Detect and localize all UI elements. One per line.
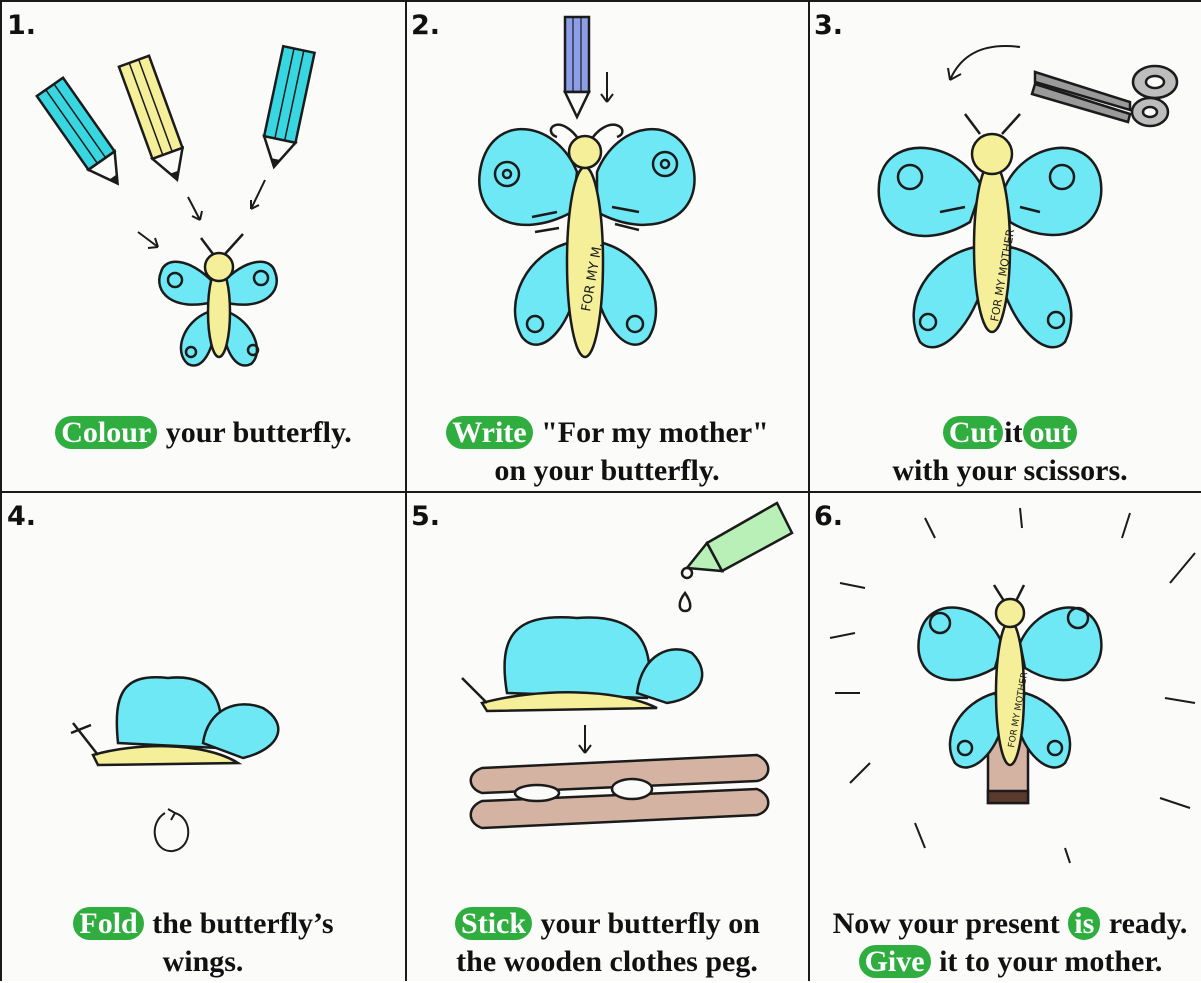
- step-number: 2.: [411, 10, 440, 41]
- caption-text: your butterfly.: [166, 416, 352, 449]
- butterfly-icon: [479, 125, 694, 357]
- action-verb-highlight: Colour: [55, 416, 157, 449]
- folded-butterfly-icon: [462, 617, 702, 711]
- pencil-cyan-icon: [258, 46, 314, 170]
- action-verb-highlight: Cut: [943, 416, 1003, 449]
- step-caption: Colour your butterfly.: [3, 414, 403, 452]
- curved-arrow-icon: [948, 46, 1020, 80]
- pencil-yellow-icon: [119, 56, 192, 185]
- step-number: 5.: [411, 501, 440, 532]
- clothes-peg-icon: [471, 755, 769, 828]
- glue-pen-icon: [680, 503, 792, 611]
- stick-illustration: [407, 493, 807, 893]
- arrow-icon: [579, 725, 591, 753]
- caption-text: "For my mother": [541, 416, 769, 449]
- step-number: 6.: [814, 501, 843, 532]
- butterfly-on-peg-icon: [918, 585, 1101, 803]
- cut-illustration: FOR MY MOTHER: [810, 2, 1201, 402]
- caption-text: your butterfly on: [541, 907, 760, 940]
- step-panel-6: FOR MY MOTHER 6. Now your present is rea…: [810, 493, 1201, 983]
- step-panel-4: 4. Fold the butterfly’s wings.: [3, 493, 403, 983]
- action-verb-highlight: Fold: [73, 907, 143, 940]
- step-caption: Fold the butterfly’s wings.: [3, 905, 403, 981]
- caption-text: it to your mother.: [939, 945, 1162, 978]
- step-panel-5: 5. Stick your butterfly on the wooden cl…: [407, 493, 807, 983]
- step-panel-1: 1. Colour your butterfly.: [3, 2, 403, 492]
- action-verb-highlight: out: [1023, 416, 1077, 449]
- step-number: 4.: [7, 501, 36, 532]
- action-verb-highlight: Give: [859, 945, 931, 978]
- step-caption: Now your present is ready. Give it to yo…: [810, 905, 1201, 981]
- caption-text: ready.: [1109, 907, 1188, 940]
- butterfly-icon: [159, 234, 276, 366]
- caption-text-line2: on your butterfly.: [407, 452, 807, 490]
- step-number: 1.: [7, 10, 36, 41]
- write-illustration: FOR MY M.: [407, 2, 807, 402]
- step-panel-2: FOR MY M. 2. Write "For my mother" on yo…: [407, 2, 807, 492]
- step-caption: Write "For my mother" on your butterfly.: [407, 414, 807, 490]
- step-number: 3.: [814, 10, 843, 41]
- pencil-blue-icon: [565, 17, 589, 117]
- caption-text-line2: with your scissors.: [810, 452, 1201, 490]
- action-verb-highlight: Write: [446, 416, 532, 449]
- folded-butterfly-icon: [71, 677, 278, 765]
- rotate-arrow-icon: [155, 809, 189, 851]
- step-caption: Stick your butterfly on the wooden cloth…: [407, 905, 807, 981]
- colour-illustration: [3, 2, 403, 402]
- action-verb-highlight: is: [1068, 907, 1100, 940]
- give-illustration: FOR MY MOTHER: [810, 493, 1201, 893]
- caption-text: it: [1004, 416, 1022, 449]
- caption-text-line2: wings.: [3, 943, 403, 981]
- caption-text: the butterfly’s: [152, 907, 333, 940]
- pencil-cyan-icon: [37, 78, 131, 193]
- caption-text-line2: the wooden clothes peg.: [407, 943, 807, 981]
- scissors-icon: [1032, 66, 1177, 126]
- fold-illustration: [3, 493, 403, 893]
- arrow-icon: [601, 72, 613, 102]
- action-verb-highlight: Stick: [455, 907, 532, 940]
- caption-text: Now your present: [833, 907, 1060, 940]
